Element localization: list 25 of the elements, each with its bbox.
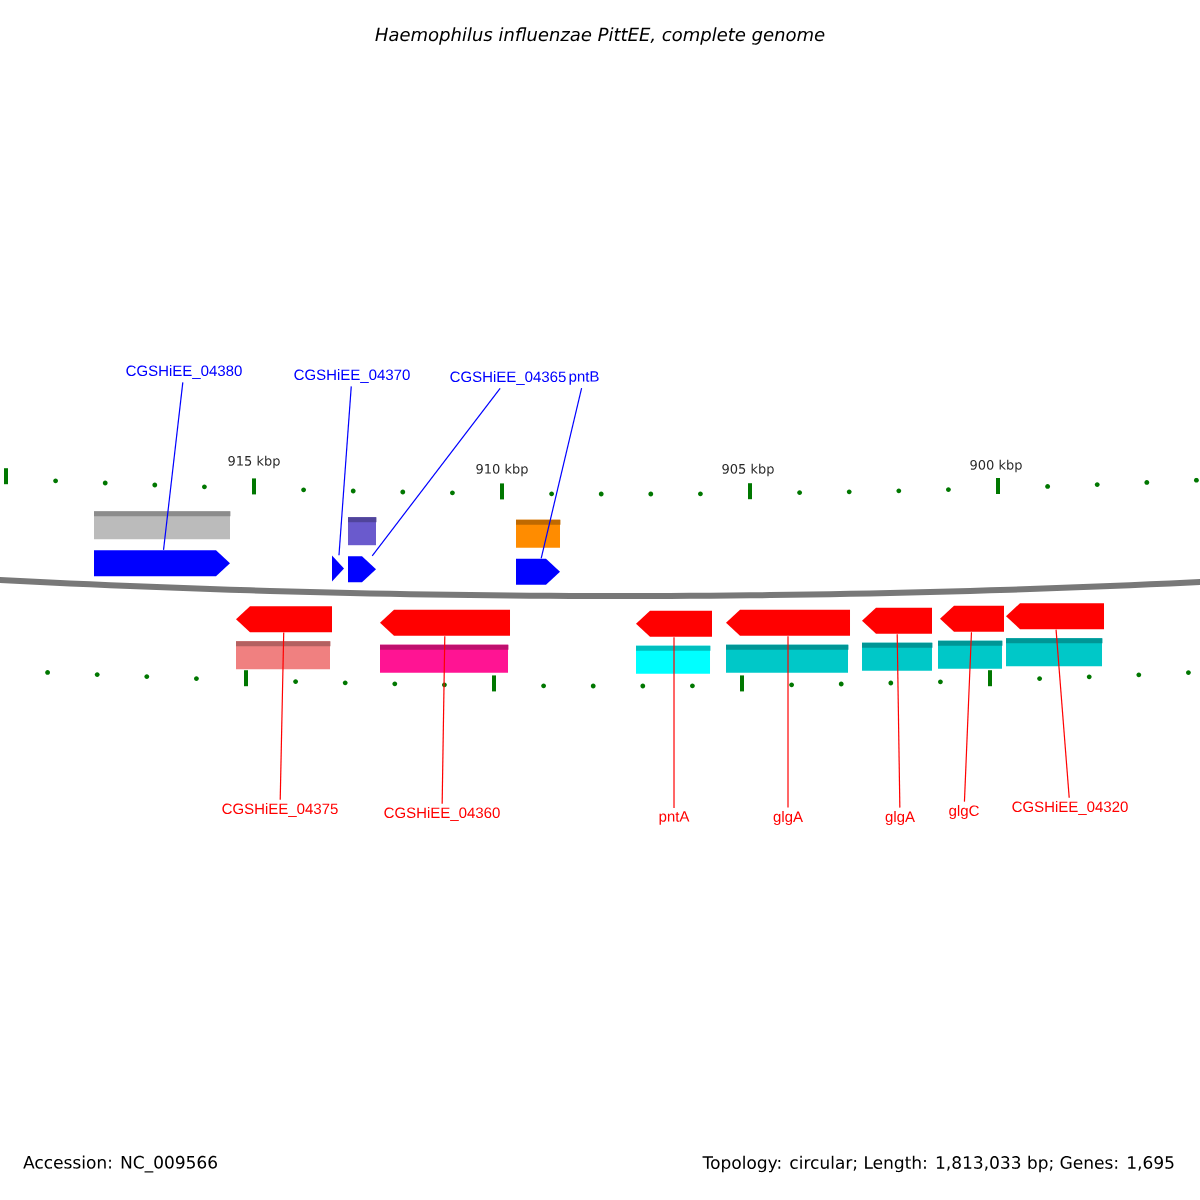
leader-line [441, 635, 446, 805]
leader-line [673, 636, 675, 809]
leader-line [338, 385, 352, 556]
footer-text: Accession: NC_009566 [23, 1155, 217, 1173]
gene-block [332, 555, 344, 582]
gene-block [862, 607, 932, 634]
gene-block [726, 609, 850, 636]
leader-line [162, 381, 184, 551]
footer-text: Topology: circular; Length: 1,813,033 bp; Genes: 1,695 [702, 1155, 1174, 1173]
leader-line [1055, 629, 1070, 799]
gene-block [516, 558, 560, 585]
gene-block [940, 605, 1004, 632]
gene-block [348, 556, 376, 583]
leader-line [540, 387, 583, 559]
leader-line [371, 387, 501, 557]
leader-line [787, 635, 789, 809]
gene-block [236, 606, 332, 633]
leader-line [896, 633, 901, 809]
gene-block [636, 610, 712, 637]
gene-block [380, 609, 510, 636]
leader-line [963, 631, 973, 803]
title: Haemophilus influenzae PittEE, complete genome [375, 27, 825, 45]
gene-block [1006, 603, 1104, 630]
leader-line [279, 632, 285, 801]
gene-block [94, 550, 230, 577]
